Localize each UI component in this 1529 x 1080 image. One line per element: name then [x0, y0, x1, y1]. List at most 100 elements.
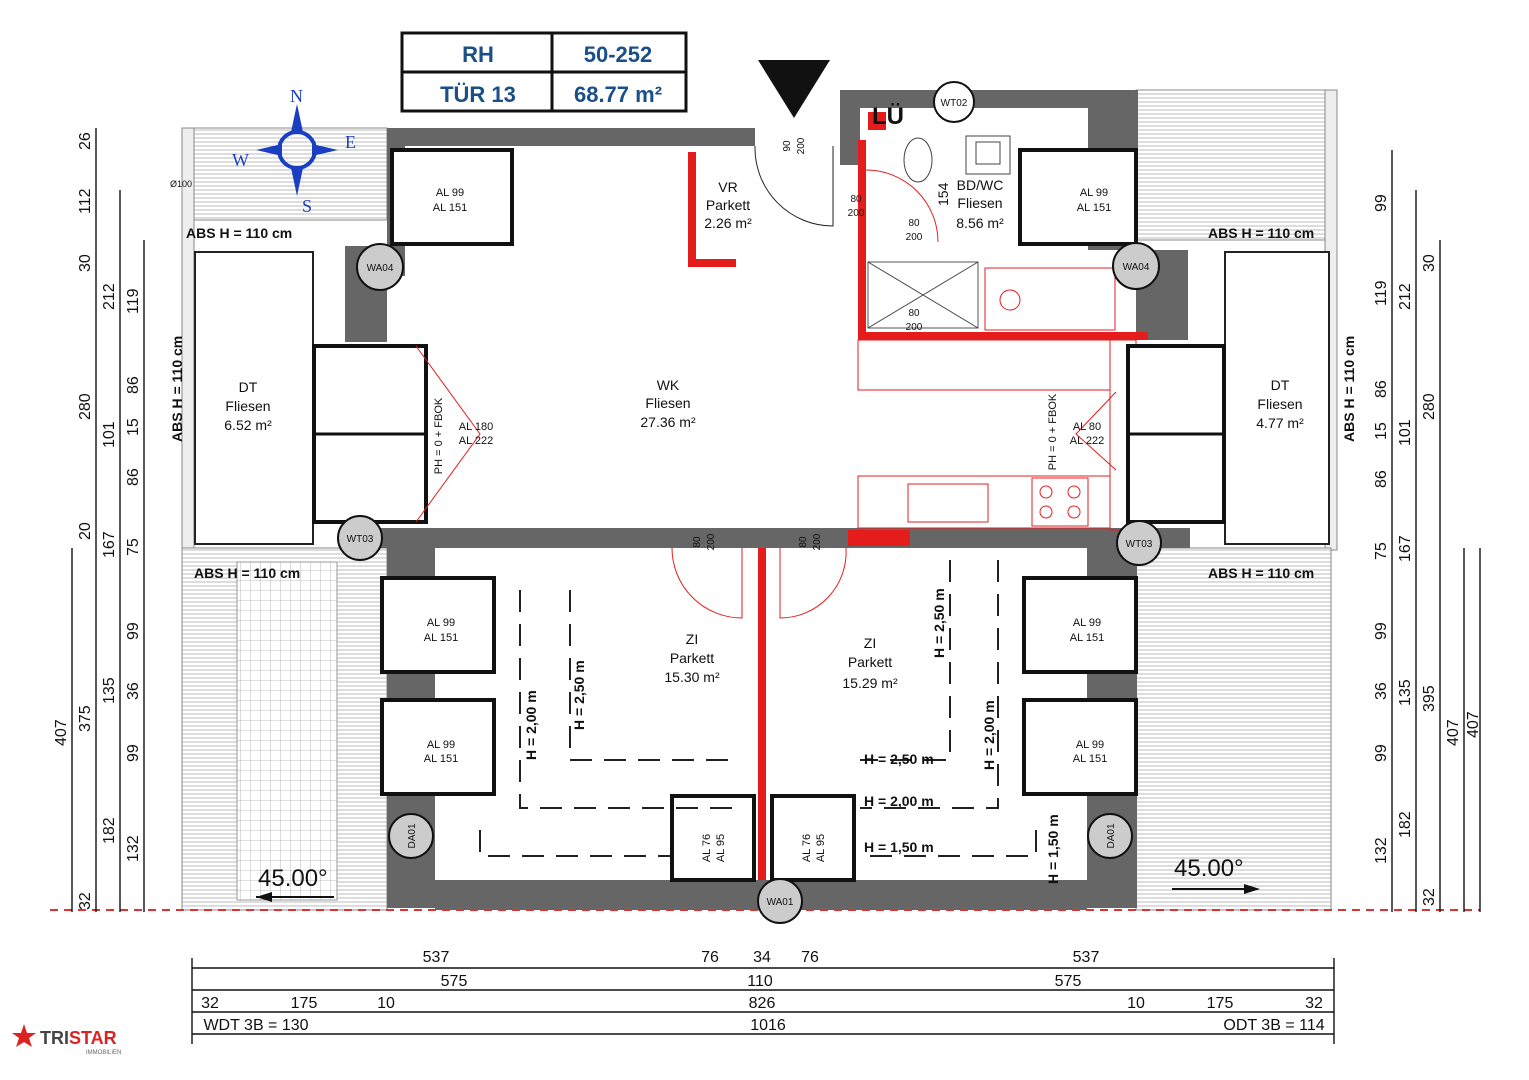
h150-right-vertical: H = 1,50 m	[1045, 814, 1061, 884]
bdwc-name: BD/WC	[957, 177, 1004, 193]
tag-da01-right: DA01	[1106, 823, 1117, 848]
abs-label-top-right: ABS H = 110 cm	[1208, 225, 1314, 241]
dim-left-20: 20	[77, 522, 94, 540]
dt-left-area	[194, 251, 314, 545]
compass-w: W	[232, 150, 249, 170]
win-b1-al95: AL 95	[715, 834, 727, 862]
dim-b3-32a: 32	[201, 995, 219, 1012]
win-tr-al99: AL 99	[1080, 187, 1108, 199]
win-l1-al99: AL 99	[427, 617, 455, 629]
abs-label-right-vertical: ABS H = 110 cm	[1341, 336, 1357, 442]
h250-left: H = 2,50 m	[571, 660, 587, 730]
win-r2-al151: AL 151	[1073, 753, 1107, 765]
doors	[671, 547, 847, 619]
ph-label-left: PH = 0 + FBOK	[433, 397, 445, 474]
dim-right-280: 280	[1421, 393, 1438, 420]
dim-right-167: 167	[1397, 535, 1414, 562]
door-bd-200: 200	[848, 208, 865, 219]
compass-icon: N S E W	[232, 86, 356, 216]
compass-e: E	[345, 132, 356, 152]
dim-left-407: 407	[53, 719, 70, 746]
dim-right-135: 135	[1397, 679, 1414, 706]
dim-left-212: 212	[101, 283, 118, 310]
terrace-top-left	[181, 127, 388, 221]
dim-b3-826: 826	[749, 995, 776, 1012]
dim-left-75: 75	[125, 538, 142, 556]
abs-label-bottom-left: ABS H = 110 cm	[194, 565, 300, 581]
h250-right: H = 2,50 m	[864, 751, 934, 767]
entrance-arrow	[758, 60, 830, 118]
dim-right-15: 15	[1373, 422, 1390, 440]
tag-wa01: WA01	[767, 897, 794, 908]
dim-right-75: 75	[1373, 542, 1390, 560]
dt-right-name: DT	[1271, 377, 1290, 393]
dim-left-280: 280	[77, 393, 94, 420]
dim-right-407b: 407	[1465, 711, 1482, 738]
dim-b3-10a: 10	[377, 995, 395, 1012]
tag-da01-left: DA01	[407, 823, 418, 848]
win-l1-al151: AL 151	[424, 632, 458, 644]
zi-left-name: ZI	[686, 631, 698, 647]
dim-b2-575b: 575	[1055, 973, 1082, 990]
zi-left-floor: Parkett	[670, 650, 714, 666]
win-dt-right-al222: AL 222	[1070, 435, 1104, 447]
h200-left: H = 2,00 m	[523, 690, 539, 760]
dim-left-99a: 99	[125, 622, 142, 640]
dim-left-86a: 86	[125, 376, 142, 394]
win-r2-al99: AL 99	[1076, 739, 1104, 751]
zi-right-name: ZI	[864, 635, 876, 651]
angle-right: 45.00°	[1174, 855, 1244, 882]
dt-right-floor: Fliesen	[1257, 396, 1302, 412]
door-zi2-200: 200	[812, 533, 823, 550]
dim-left-99b: 99	[125, 744, 142, 762]
dim-right-212: 212	[1397, 283, 1414, 310]
h200-right-vertical: H = 2,00 m	[981, 700, 997, 770]
h250-right-vertical: H = 2,50 m	[931, 588, 947, 658]
dim-right-99c: 99	[1373, 744, 1390, 762]
dim-left-112: 112	[77, 188, 94, 214]
angle-left: 45.00°	[258, 865, 328, 892]
abs-label-top-left: ABS H = 110 cm	[186, 225, 292, 241]
wk-area: 27.36 m²	[640, 414, 696, 430]
ph-label-right: PH = 0 + FBOK	[1047, 393, 1059, 470]
dim-left-30: 30	[77, 254, 94, 272]
tristar-logo: TRISTAR IMMOBILIEN	[12, 1024, 121, 1056]
dim-b4-wdt: WDT 3B = 130	[203, 1017, 308, 1034]
bdwc-floor: Fliesen	[957, 195, 1002, 211]
dim-b3-32b: 32	[1305, 995, 1323, 1012]
tag-wa04-left: WA04	[367, 263, 394, 274]
dim-left-101: 101	[101, 421, 118, 448]
terrace-bottom-right	[1135, 547, 1332, 911]
vr-floor: Parkett	[706, 197, 750, 213]
door-zi1-200: 200	[706, 533, 717, 550]
door-zi1-80: 80	[692, 536, 703, 548]
win-b2-al76: AL 76	[801, 834, 813, 862]
abs-label-bottom-right: ABS H = 110 cm	[1208, 565, 1314, 581]
dim-left-167: 167	[101, 531, 118, 558]
dim-b3-175b: 175	[1207, 995, 1234, 1012]
dim-left-375: 375	[77, 705, 94, 732]
dt-left-name: DT	[239, 379, 258, 395]
win-tl-al151: AL 151	[433, 202, 467, 214]
abs-label-left-vertical: ABS H = 110 cm	[169, 336, 185, 442]
dim-right-99a: 99	[1373, 194, 1390, 212]
dim-left-135: 135	[101, 677, 118, 704]
dim-left-182: 182	[101, 817, 118, 844]
wk-name: WK	[657, 377, 680, 393]
win-b2-al95: AL 95	[815, 834, 827, 862]
dim-b4-odt: ODT 3B = 114	[1223, 1017, 1324, 1034]
info-rh-value: 50-252	[584, 42, 653, 67]
star-icon	[12, 1024, 36, 1047]
info-area: 68.77 m²	[574, 82, 662, 107]
dim-left-26: 26	[77, 132, 94, 150]
dim-b1-34: 34	[753, 949, 771, 966]
win-r1-al99: AL 99	[1073, 617, 1101, 629]
zi-right-floor: Parkett	[848, 654, 892, 670]
info-box: RH 50-252 TÜR 13 68.77 m²	[400, 31, 688, 113]
dim-left-32: 32	[77, 892, 94, 910]
logo-sub: IMMOBILIEN	[86, 1050, 121, 1056]
dim-left-15: 15	[125, 418, 142, 436]
dim-right-101: 101	[1397, 419, 1414, 446]
ceiling-height-lines	[479, 560, 1037, 857]
